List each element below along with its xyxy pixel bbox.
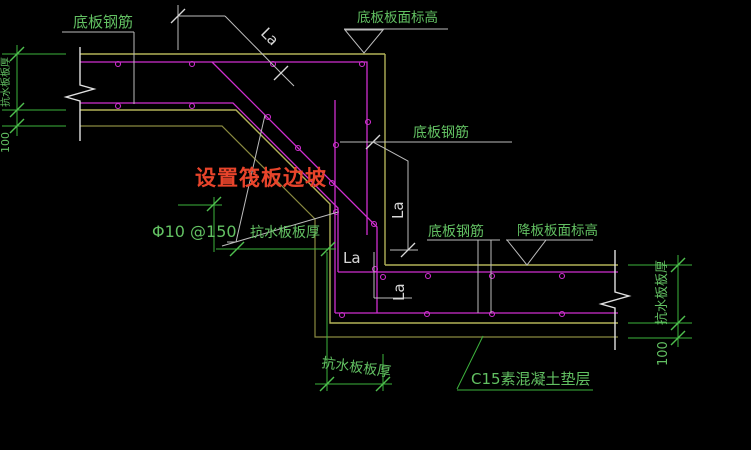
label-lap-mid: La [343, 249, 361, 267]
label-slope-note: 设置筏板边坡 [195, 166, 327, 190]
upper-bottom-bar [80, 102, 339, 272]
right-break-symbol [598, 250, 632, 350]
label-bottom-thickness: 抗水板板厚 [320, 355, 392, 381]
slope-thickness-leader [221, 211, 339, 247]
label-lap-diagonal: La [257, 24, 282, 49]
step-lap-dimension [365, 134, 418, 258]
drawing-labels: 底板钢筋 底板板面标高 底板钢筋 底板钢筋 降板板面标高 设置筏板边坡 Φ10 … [0, 9, 671, 388]
drop-elevation-mark [505, 239, 593, 266]
label-right-cushion-dim: 100 [656, 341, 671, 366]
label-left-thickness: 抗水板板厚 [0, 57, 12, 107]
slab-outline [80, 53, 618, 324]
top-left-rebar-leader [62, 31, 135, 104]
label-top-left-rebar: 底板钢筋 [73, 13, 133, 31]
label-drop-elevation: 降板板面标高 [517, 222, 598, 239]
cushion-note-leader [456, 335, 593, 391]
lower-rebar-leader [427, 239, 500, 313]
rebar-lines [80, 61, 618, 314]
slope-thickness-dimension [178, 196, 336, 257]
left-thickness-dimension [2, 45, 66, 136]
upper-top-bar [80, 61, 368, 235]
label-top-elevation: 底板板面标高 [357, 9, 438, 26]
label-lap-step: La [389, 201, 407, 219]
label-lap-lower: La [390, 283, 408, 301]
label-right-thickness: 抗水板板厚 [655, 260, 670, 325]
label-slope-thickness: 抗水板板厚 [250, 225, 320, 241]
rebar-section-dots [114, 60, 566, 319]
right-thickness-dimension [628, 255, 692, 347]
bottom-thickness-dimension [315, 252, 392, 392]
label-mid-rebar: 底板钢筋 [413, 124, 469, 141]
label-rebar-spec: Φ10 @150 [152, 222, 237, 241]
left-break-symbol [63, 47, 97, 141]
lower-lap-dimension [373, 252, 412, 299]
label-lower-rebar: 底板钢筋 [428, 223, 484, 240]
slab-bottom-and-slope [80, 109, 618, 324]
bent-slope-bar [211, 61, 378, 313]
top-elevation-mark [343, 28, 448, 54]
diagonal-lap-dimension [170, 5, 295, 87]
label-left-cushion-dim: 100 [0, 132, 12, 153]
break-symbols [63, 47, 632, 350]
label-cushion-note: C15素混凝土垫层 [471, 370, 591, 388]
